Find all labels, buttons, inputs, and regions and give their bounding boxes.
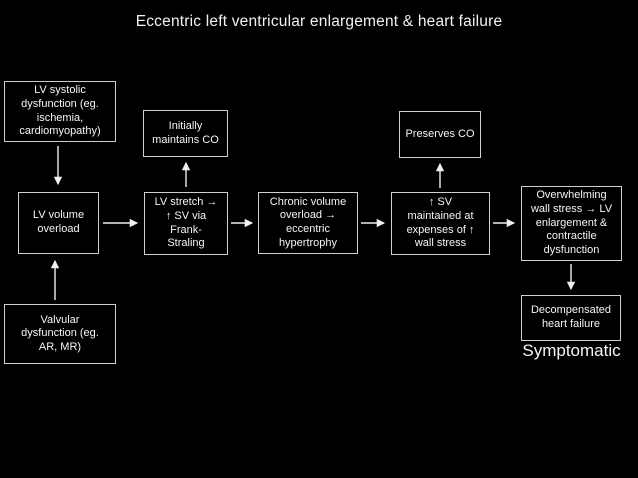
flow-node-sv-maintained-wall-stress: ↑ SV maintained at expenses of ↑ wall st…	[391, 192, 490, 255]
flow-node-chronic-volume-overload: Chronic volume overload → eccentric hype…	[258, 192, 358, 254]
flow-node-label: LV volume overload	[32, 209, 85, 235]
flow-node-label: Chronic volume overload → eccentric hype…	[269, 195, 347, 249]
flow-node-label: LV systolic dysfunction (eg. ischemia, c…	[19, 84, 101, 138]
flow-node-preserves-co: Preserves CO	[399, 111, 481, 158]
flow-node-label: ↑ SV maintained at expenses of ↑ wall st…	[406, 196, 475, 250]
flow-node-label: Decompensated heart failure	[530, 304, 612, 330]
flow-node-label: Overwhelming wall stress → LV enlargemen…	[530, 189, 613, 256]
flow-node-initially-maintains-co: Initially maintains CO	[143, 110, 228, 157]
flow-node-lv-volume-overload: LV volume overload	[18, 192, 99, 254]
symptomatic-annotation: Symptomatic	[522, 341, 621, 360]
flow-node-valvular-dysfunction: Valvular dysfunction (eg. AR, MR)	[4, 304, 116, 364]
flow-node-overwhelming-wall-stress: Overwhelming wall stress → LV enlargemen…	[521, 186, 622, 261]
flow-node-label: Preserves CO	[405, 127, 475, 140]
slide-title: Eccentric left ventricular enlargement &…	[135, 13, 503, 30]
flow-node-label: Valvular dysfunction (eg. AR, MR)	[21, 313, 99, 353]
flow-node-label: LV stretch → ↑ SV via Frank- Straling	[154, 196, 218, 250]
flow-node-lv-systolic-dysfunction: LV systolic dysfunction (eg. ischemia, c…	[4, 81, 116, 142]
flow-node-label: Initially maintains CO	[152, 119, 219, 146]
flow-node-lv-stretch-frank-starling: LV stretch → ↑ SV via Frank- Straling	[144, 192, 228, 255]
flow-node-decompensated-heart-failure: Decompensated heart failure	[521, 295, 621, 341]
